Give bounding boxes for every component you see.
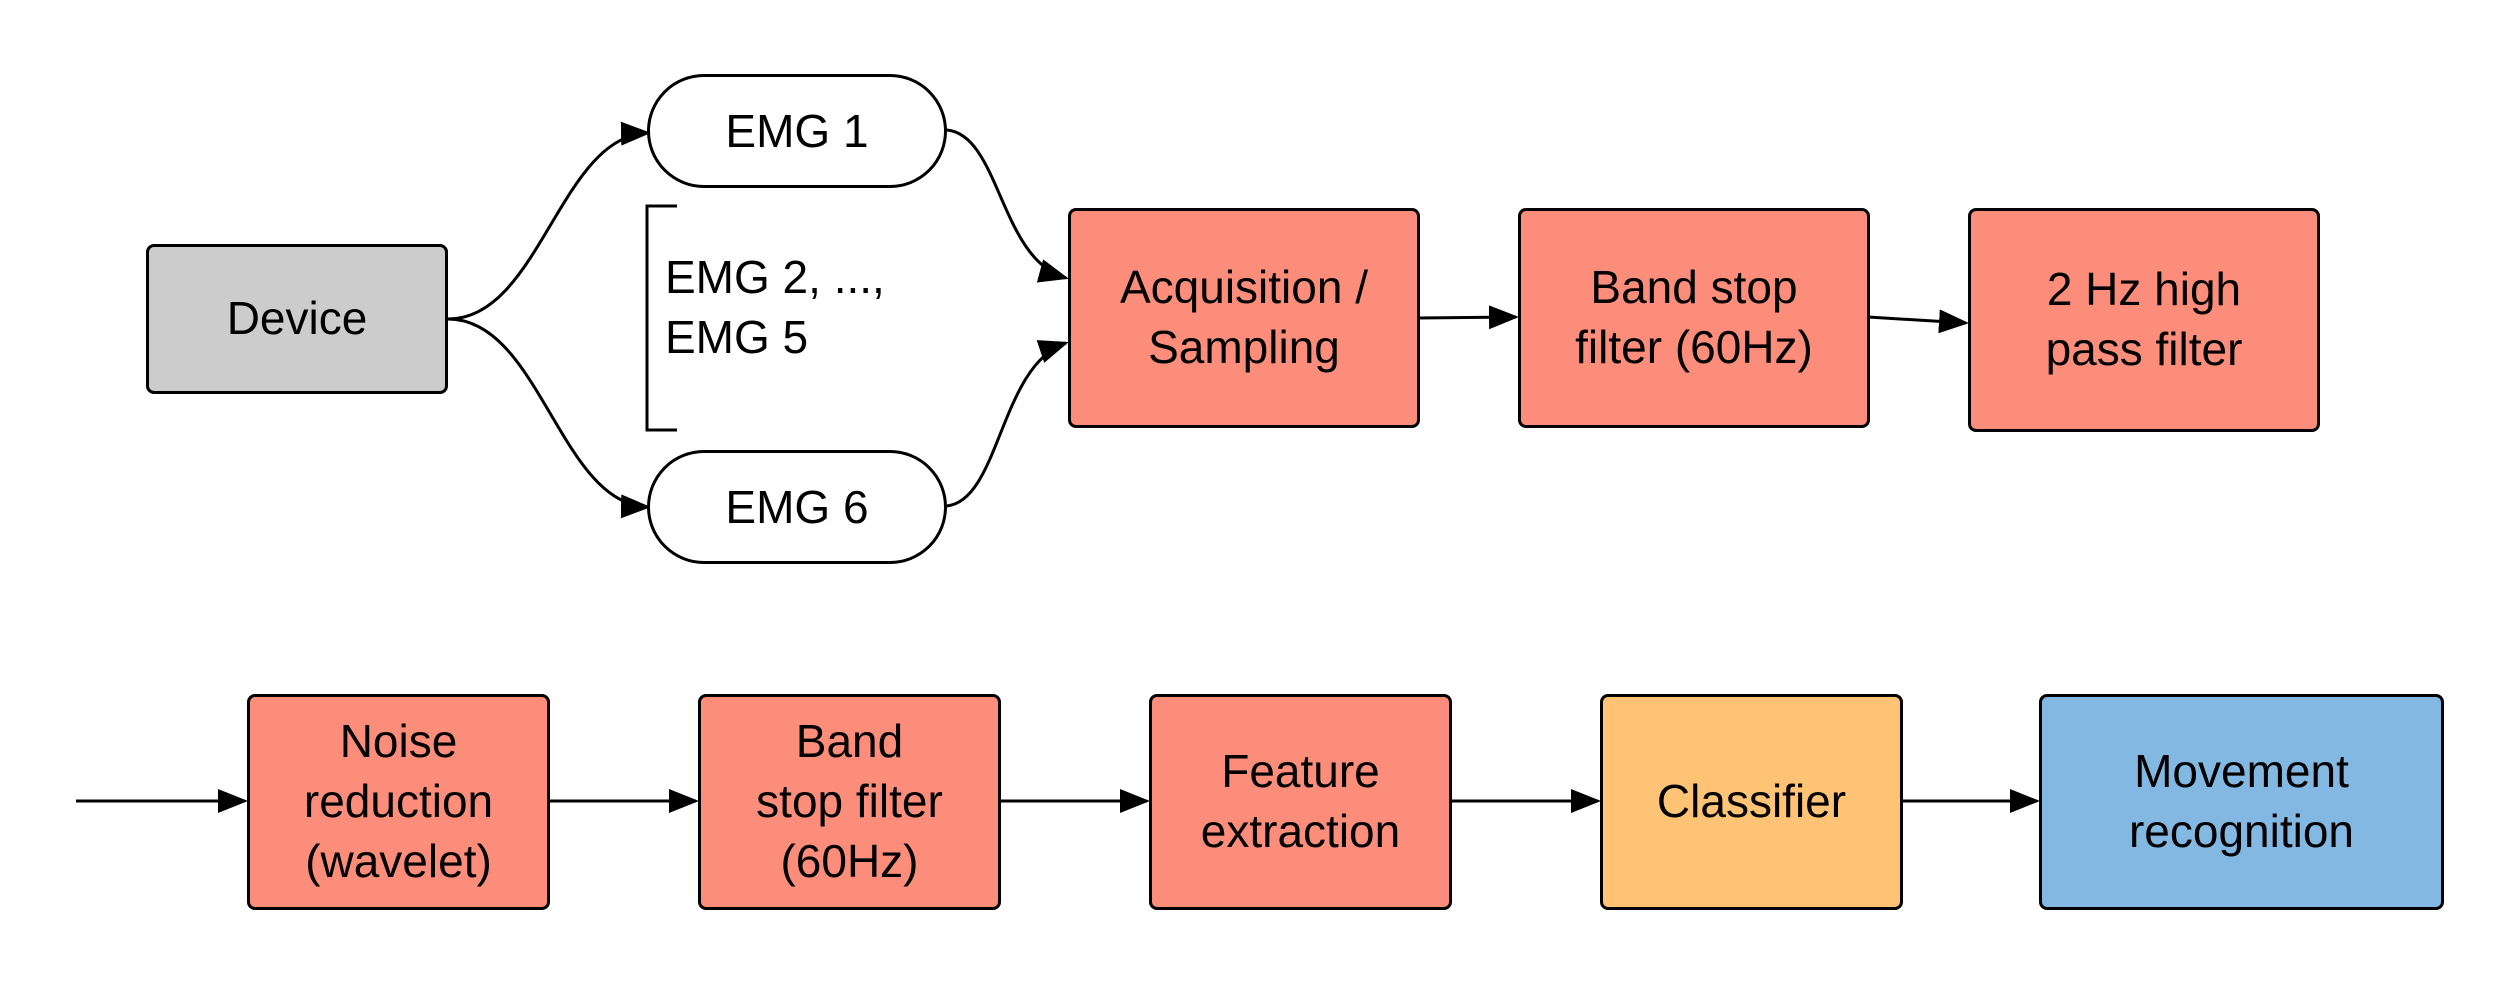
acquisition-sampling-node: Acquisition / Sampling	[1068, 208, 1420, 428]
edge-emg1-to-acquisition	[946, 128, 1069, 283]
high-pass-filter-node: 2 Hz high pass filter	[1968, 208, 2320, 432]
device-node: Device	[146, 244, 448, 394]
emg-1-node: EMG 1	[647, 74, 947, 188]
emg-2-to-5-label: EMG 2, ..., EMG 5	[665, 251, 885, 363]
emg-6-node: EMG 6	[647, 450, 947, 564]
edge-emg6-to-acquisition	[946, 340, 1069, 508]
edge-bandstop1-to-highpass	[1867, 309, 1969, 334]
noise-reduction-node: Noise reduction (wavelet)	[247, 694, 550, 910]
movement-recognition-node: Movement recognition	[2039, 694, 2444, 910]
band-stop-filter-2-node: Band stop filter (60Hz)	[698, 694, 1001, 910]
feature-extraction-node: Feature extraction	[1149, 694, 1452, 910]
edge-device-to-emg6	[447, 317, 651, 519]
emg-group-bracket	[645, 204, 677, 432]
band-stop-filter-node: Band stop filter (60Hz)	[1518, 208, 1870, 428]
edge-device-to-emg1	[447, 121, 651, 321]
classifier-node: Classifier	[1600, 694, 1903, 910]
edge-acquisition-to-bandstop1	[1417, 305, 1519, 330]
